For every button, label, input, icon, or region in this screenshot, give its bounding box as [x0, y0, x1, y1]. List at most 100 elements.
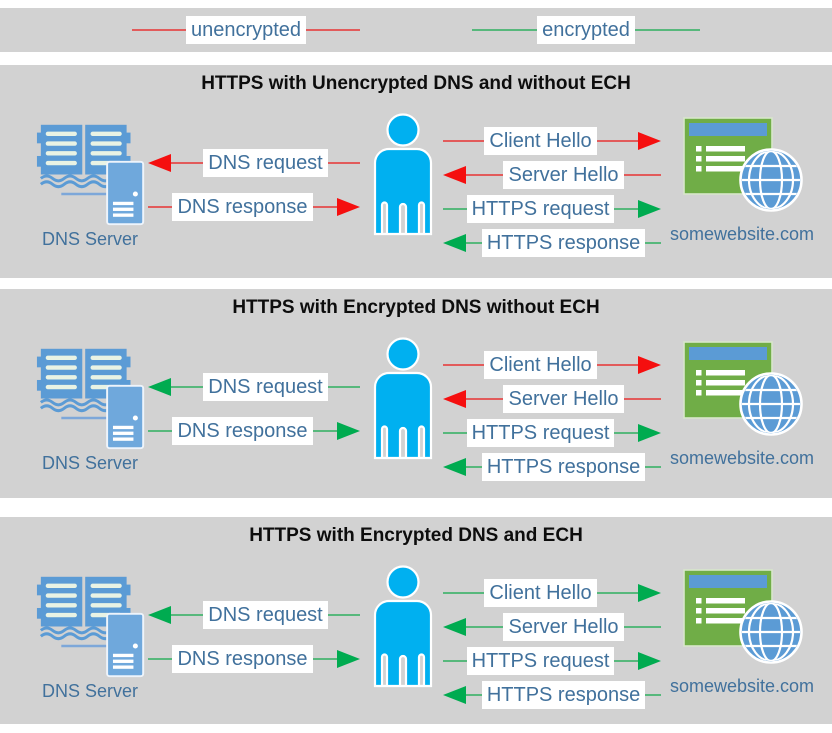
website-label: somewebsite.com: [669, 676, 815, 696]
arrow-line: [327, 386, 360, 388]
arrow-line: [596, 592, 639, 594]
arrowhead-right-icon: [337, 198, 360, 216]
arrow-https-request: HTTPS request: [443, 646, 662, 676]
arrow-dns-response: DNS response: [148, 644, 360, 674]
legend-label: encrypted: [537, 16, 635, 44]
arrow-label: Server Hello: [503, 385, 624, 413]
arrow-label: HTTPS response: [481, 229, 646, 257]
arrow-label: HTTPS response: [481, 453, 646, 481]
arrow-client-hello: Client Hello: [443, 578, 662, 608]
dns-server-label: DNS Server: [41, 229, 139, 249]
arrowhead-left-icon: [148, 606, 171, 624]
arrow-line: [312, 206, 337, 208]
arrow-line: [327, 162, 360, 164]
arrow-client-hello: Client Hello: [443, 350, 662, 380]
legend-line: [472, 29, 538, 31]
arrowhead-left-icon: [443, 686, 466, 704]
website-icon: [683, 569, 803, 669]
arrow-label: DNS response: [172, 193, 313, 221]
arrow-https-response: HTTPS response: [443, 680, 662, 710]
arrow-label: DNS request: [203, 601, 328, 629]
arrow-line: [466, 398, 504, 400]
arrow-dns-request: DNS request: [148, 148, 360, 178]
arrow-line: [171, 386, 204, 388]
arrow-line: [148, 430, 173, 432]
arrow-dns-request: DNS request: [148, 372, 360, 402]
arrowhead-left-icon: [443, 166, 466, 184]
panel-encrypted-dns-no-ech: HTTPS with Encrypted DNS without ECH DNS…: [0, 289, 832, 498]
arrow-server-hello: Server Hello: [443, 612, 662, 642]
arrowhead-right-icon: [337, 650, 360, 668]
legend-bar: unencrypted encrypted: [0, 8, 832, 52]
panel-encrypted-dns-and-ech: HTTPS with Encrypted DNS and ECH DNS Ser…: [0, 517, 832, 724]
person-icon: [363, 113, 443, 237]
legend-line: [132, 29, 186, 31]
arrow-line: [614, 208, 639, 210]
arrow-label: DNS response: [172, 645, 313, 673]
person-icon: [363, 337, 443, 461]
arrow-label: HTTPS request: [466, 195, 615, 223]
website-icon: [683, 341, 803, 441]
legend-label: unencrypted: [185, 16, 307, 44]
arrowhead-left-icon: [443, 618, 466, 636]
website-label: somewebsite.com: [669, 224, 815, 244]
arrow-line: [466, 694, 482, 696]
arrow-label: HTTPS response: [481, 681, 646, 709]
dns-server-label: DNS Server: [41, 681, 139, 701]
arrow-line: [148, 206, 173, 208]
arrow-label: Client Hello: [484, 579, 597, 607]
arrow-line: [645, 242, 662, 244]
legend-item-unencrypted: unencrypted: [132, 16, 361, 44]
arrow-https-request: HTTPS request: [443, 194, 662, 224]
legend-item-encrypted: encrypted: [472, 16, 700, 44]
dns-server-label: DNS Server: [41, 453, 139, 473]
person-icon: [363, 565, 443, 689]
dns-server-icon: [35, 341, 150, 456]
arrow-line: [623, 626, 662, 628]
arrow-line: [614, 660, 639, 662]
arrow-https-response: HTTPS response: [443, 452, 662, 482]
arrow-https-request: HTTPS request: [443, 418, 662, 448]
arrowhead-right-icon: [638, 132, 662, 150]
arrow-server-hello: Server Hello: [443, 160, 662, 190]
arrow-client-hello: Client Hello: [443, 126, 662, 156]
legend-line: [306, 29, 361, 31]
arrow-line: [443, 208, 467, 210]
arrow-line: [312, 430, 337, 432]
dns-server-icon: [35, 117, 150, 232]
arrow-dns-response: DNS response: [148, 416, 360, 446]
arrow-line: [596, 364, 639, 366]
arrow-label: Server Hello: [503, 161, 624, 189]
dns-server-icon: [35, 569, 150, 684]
arrowhead-right-icon: [337, 422, 360, 440]
panel-title: HTTPS with Encrypted DNS without ECH: [232, 297, 600, 318]
panel-unencrypted-dns-no-ech: HTTPS with Unencrypted DNS and without E…: [0, 65, 832, 278]
arrow-label: HTTPS request: [466, 647, 615, 675]
arrow-line: [171, 162, 204, 164]
arrow-line: [443, 592, 485, 594]
arrow-line: [466, 174, 504, 176]
arrow-line: [596, 140, 639, 142]
arrow-line: [443, 660, 467, 662]
arrowhead-left-icon: [443, 390, 466, 408]
arrow-line: [466, 242, 482, 244]
arrow-line: [443, 364, 485, 366]
arrowhead-right-icon: [638, 200, 662, 218]
arrow-label: DNS request: [203, 373, 328, 401]
website-icon: [683, 117, 803, 217]
arrow-line: [148, 658, 173, 660]
arrow-line: [443, 432, 467, 434]
arrowhead-left-icon: [148, 154, 171, 172]
website-label: somewebsite.com: [669, 448, 815, 468]
arrow-line: [645, 694, 662, 696]
arrow-https-response: HTTPS response: [443, 228, 662, 258]
arrow-line: [466, 626, 504, 628]
arrow-line: [623, 174, 662, 176]
arrowhead-right-icon: [638, 584, 662, 602]
arrow-dns-response: DNS response: [148, 192, 360, 222]
legend-line: [634, 29, 700, 31]
arrow-line: [614, 432, 639, 434]
arrow-line: [312, 658, 337, 660]
arrow-line: [466, 466, 482, 468]
arrow-line: [645, 466, 662, 468]
